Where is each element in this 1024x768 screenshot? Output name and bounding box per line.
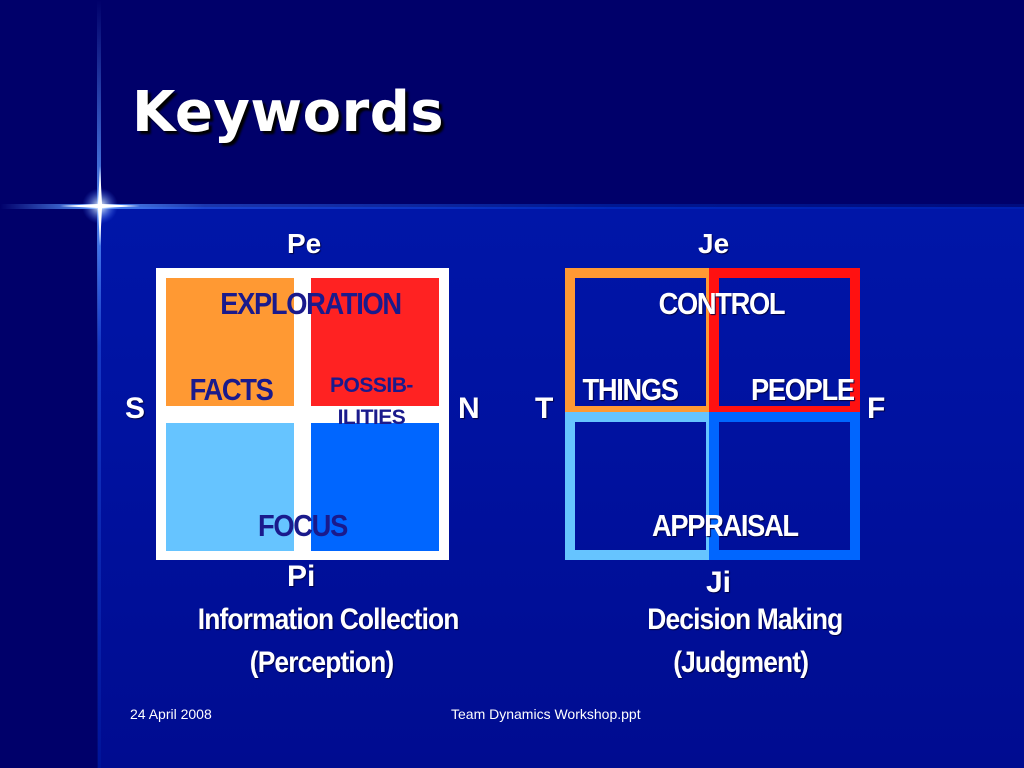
judgment-grid (565, 268, 860, 560)
perception-grid (156, 268, 449, 560)
keyword-things: THINGS (582, 372, 678, 407)
keyword-possibilities: POSSIB- ILITIES (330, 370, 413, 434)
judgment-bottom-label: Ji (706, 566, 732, 599)
vertical-accent-line (97, 0, 101, 768)
perception-right-label: N (458, 392, 480, 425)
perception-left-label: S (125, 392, 146, 425)
footer-filename: Team Dynamics Workshop.ppt (451, 706, 641, 722)
keyword-possibilities-line1: POSSIB- (330, 374, 413, 397)
keyword-exploration: EXPLORATION (220, 286, 402, 321)
perception-quadrant-top-left (166, 278, 294, 406)
keyword-appraisal: APPRAISAL (651, 508, 799, 543)
perception-top-label: Pe (287, 228, 322, 259)
perception-quadrant-top-right (311, 278, 439, 406)
judgment-right-label: F (867, 392, 886, 425)
judgment-top-label: Je (698, 228, 730, 259)
header-band (98, 0, 1024, 207)
judgment-quadrant-top-right (709, 268, 860, 416)
judgment-left-label: T (535, 392, 554, 425)
keyword-control: CONTROL (658, 286, 786, 321)
perception-quadrant-bottom-left (166, 423, 294, 551)
slide-title: Keywords (132, 80, 445, 145)
sparkle-icon (60, 166, 140, 246)
keyword-focus: FOCUS (258, 508, 348, 543)
judgment-quadrant-bottom-right (709, 412, 860, 560)
horizontal-accent-line (0, 204, 1024, 209)
judgment-caption-line1: Decision Making (647, 603, 843, 636)
left-band (0, 0, 98, 768)
judgment-caption-line2: (Judgment) (673, 646, 809, 679)
keyword-people: PEOPLE (751, 372, 855, 407)
perception-bottom-label: Pi (287, 560, 316, 593)
footer-date: 24 April 2008 (130, 706, 212, 722)
keyword-facts: FACTS (189, 372, 274, 407)
perception-caption-line2: (Perception) (249, 646, 394, 679)
perception-quadrant-bottom-right (311, 423, 439, 551)
keyword-possibilities-line2: ILITIES (337, 406, 406, 429)
perception-caption-line1: Information Collection (197, 603, 460, 636)
